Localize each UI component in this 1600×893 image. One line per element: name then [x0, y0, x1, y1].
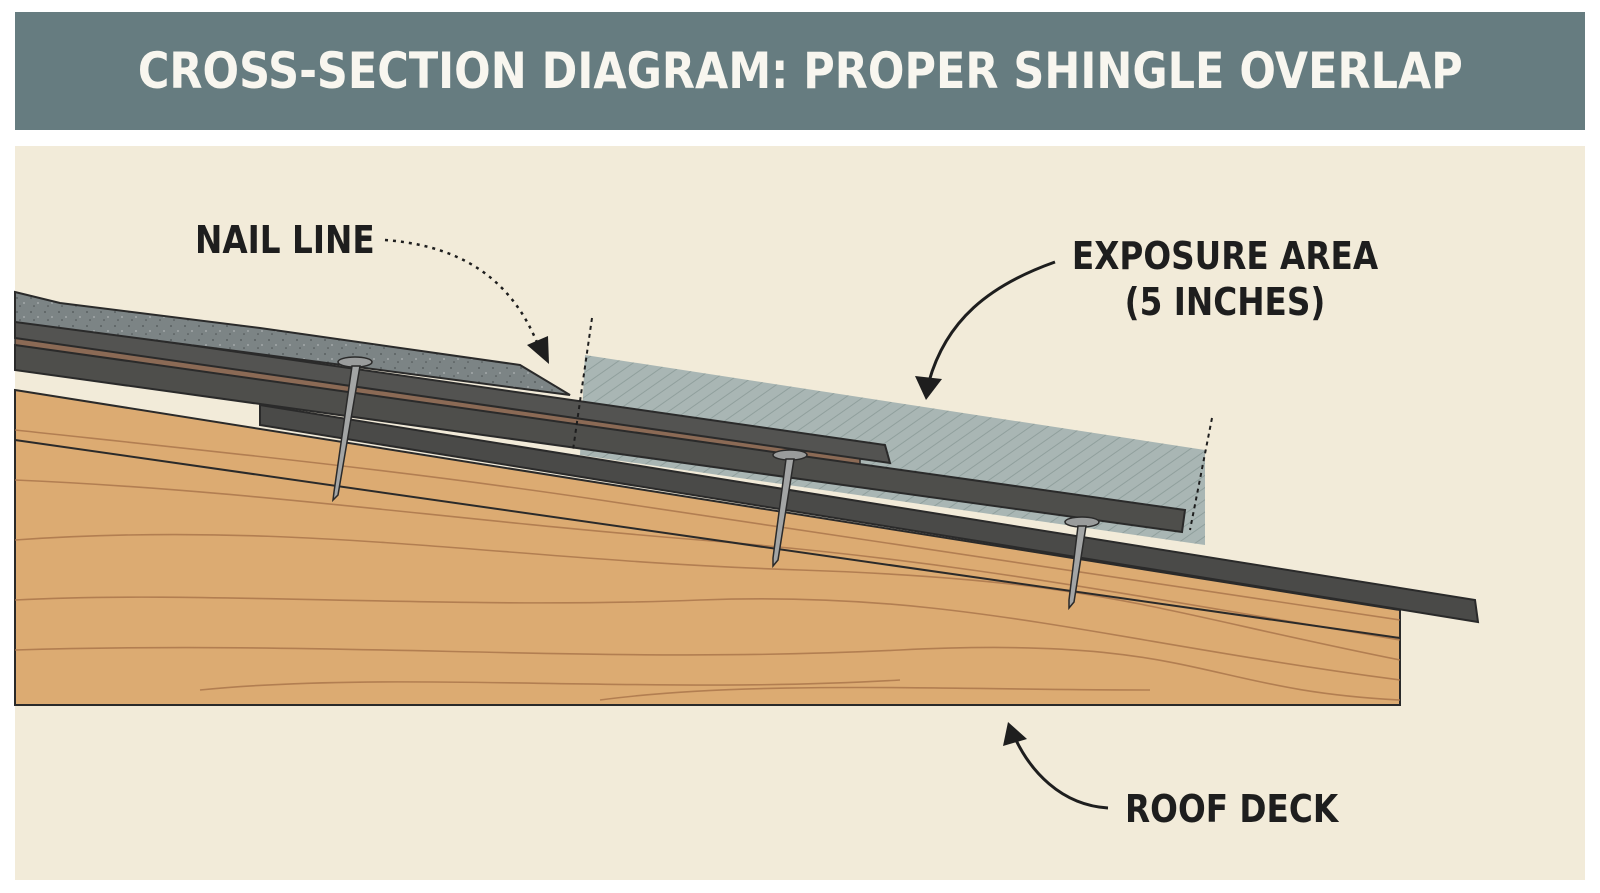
exposure-area-leader [926, 260, 1056, 386]
roof-deck [14, 388, 1401, 706]
diagram-title: CROSS-SECTION DIAGRAM: PROPER SHINGLE OV… [137, 42, 1463, 100]
nails [331, 356, 1100, 611]
roof-deck-arrowhead [1003, 722, 1027, 746]
exposure-area-label-line2: (5 INCHES) [1124, 280, 1326, 324]
exposure-area-arrowhead [915, 376, 942, 400]
exposure-area-label-line1: EXPOSURE AREA [1071, 234, 1379, 278]
nail-line-leader [384, 238, 542, 351]
exposure-boundary-right [1189, 417, 1213, 531]
nail-line-arrowhead [527, 336, 549, 364]
title-banner: CROSS-SECTION DIAGRAM: PROPER SHINGLE OV… [15, 12, 1585, 130]
roof-deck-leader [1013, 737, 1109, 810]
shingle-course-bottom [259, 403, 1480, 624]
shingle-layers [14, 290, 1480, 624]
nail-3 [1064, 516, 1100, 611]
nail-line-label: NAIL LINE [195, 218, 375, 262]
exposure-area-label: EXPOSURE AREA (5 INCHES) [1040, 233, 1410, 325]
shingle-course-top [14, 318, 892, 465]
nail-1 [331, 356, 373, 503]
nail-2 [772, 449, 808, 569]
exposure-boundary-left [572, 317, 593, 451]
roof-deck-label: ROOF DECK [1125, 787, 1339, 831]
granule-shingle-top [14, 290, 571, 396]
